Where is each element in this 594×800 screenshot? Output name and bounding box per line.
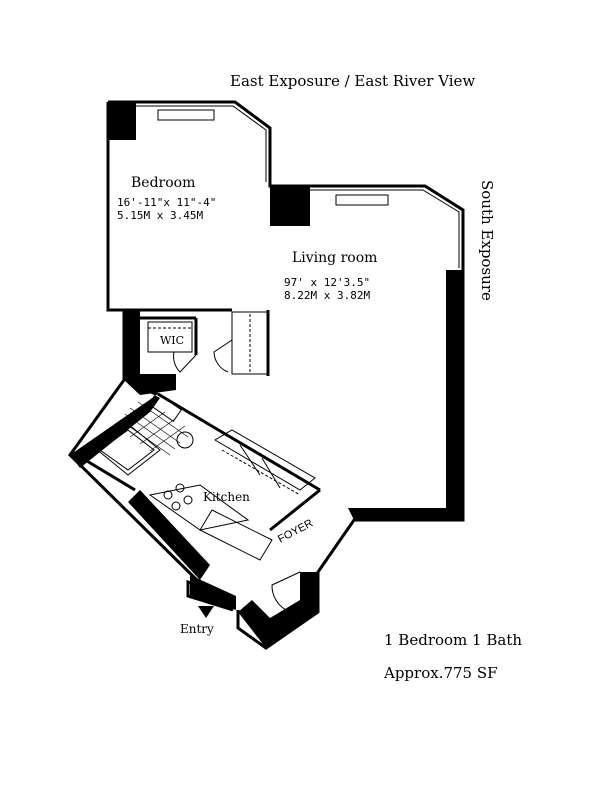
wic-closet bbox=[147, 311, 269, 375]
interior-walls bbox=[71, 308, 321, 532]
bedroom-dimensions-imperial: 16'-11"x 11"-4" bbox=[117, 196, 217, 209]
east-exposure-label: East Exposure / East River View bbox=[230, 72, 476, 90]
bedroom-label: Bedroom bbox=[131, 175, 196, 191]
living-room-dimensions-imperial: 97' x 12'3.5" bbox=[284, 276, 371, 289]
wall-blocks bbox=[70, 102, 463, 648]
door-swings bbox=[173, 339, 301, 611]
entry-arrow-icon bbox=[198, 606, 214, 618]
entry-label: Entry bbox=[180, 622, 214, 636]
living-room-dimensions-metric: 8.22M x 3.82M bbox=[284, 289, 371, 302]
south-exposure-label: South Exposure bbox=[478, 180, 496, 301]
kitchen-fixtures bbox=[148, 429, 316, 561]
bathroom bbox=[94, 391, 194, 476]
living-room-label: Living room bbox=[292, 250, 378, 266]
kitchen-label: Kitchen bbox=[203, 490, 250, 504]
wic-label: WIC bbox=[160, 334, 185, 347]
unit-type-label: 1 Bedroom 1 Bath bbox=[384, 631, 523, 649]
windows bbox=[136, 101, 464, 268]
radiators bbox=[157, 109, 389, 206]
bedroom-dimensions-metric: 5.15M x 3.45M bbox=[117, 209, 204, 222]
unit-area-label: Approx.775 SF bbox=[384, 664, 498, 682]
